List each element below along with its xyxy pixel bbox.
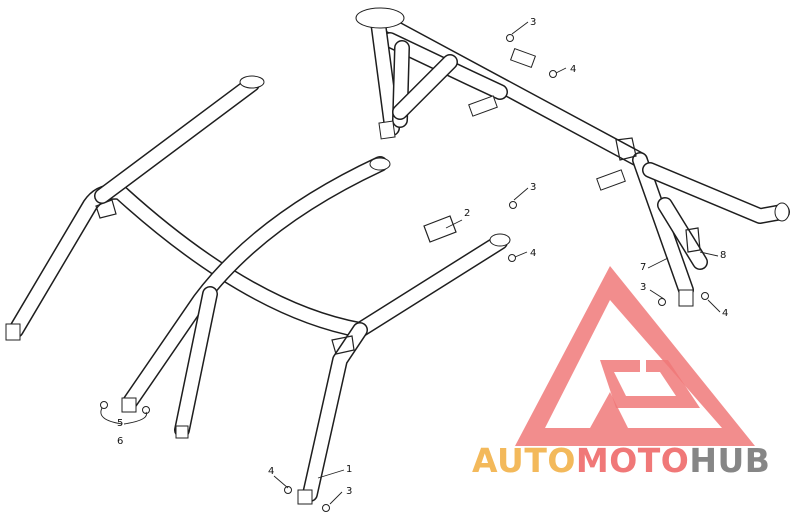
callout-2: 2 [464, 208, 470, 219]
callout-3-mid: 3 [530, 182, 536, 193]
watermark-word-auto: AUTO [472, 441, 576, 480]
callout-4-top: 4 [570, 64, 576, 75]
callout-6: 6 [117, 436, 123, 447]
callout-8: 8 [720, 250, 726, 261]
callout-3-bottom: 3 [346, 486, 352, 497]
callout-3-top: 3 [530, 17, 536, 28]
callout-5: 5 [117, 418, 123, 429]
watermark-triangle-icon [515, 266, 755, 446]
callout-7: 7 [640, 262, 646, 273]
nut-icon [142, 406, 150, 414]
bolt-icon [506, 34, 514, 42]
rear-upper-frame [355, 7, 790, 307]
nut-icon [549, 70, 557, 78]
callout-4-mid: 4 [530, 248, 536, 259]
callout-3-right: 3 [640, 282, 646, 293]
bolt-icon [322, 504, 330, 512]
bolt-icon [658, 298, 666, 306]
watermark-logo: AUTOMOTOHUB [472, 266, 770, 480]
callout-4-bottom: 4 [268, 466, 274, 477]
nut-icon [284, 486, 292, 494]
fasteners [100, 34, 709, 512]
callout-1: 1 [346, 464, 352, 475]
watermark-word-hub: HUB [689, 441, 770, 480]
watermark-word-moto: MOTO [576, 441, 689, 480]
bolt-icon [100, 401, 108, 409]
bolt-icon [509, 201, 517, 209]
leader-lines [100, 21, 721, 505]
front-hoop-frame [5, 75, 511, 505]
watermark-inner-mark-icon [600, 360, 700, 408]
svg-text:AUTOMOTOHUB: AUTOMOTOHUB [472, 441, 770, 480]
nut-icon [701, 292, 709, 300]
callout-labels: 3 4 3 4 2 7 8 3 4 5 6 1 4 3 [117, 17, 728, 497]
nut-icon [508, 254, 516, 262]
center-brace-frame [121, 156, 457, 439]
callout-4-right: 4 [722, 308, 728, 319]
